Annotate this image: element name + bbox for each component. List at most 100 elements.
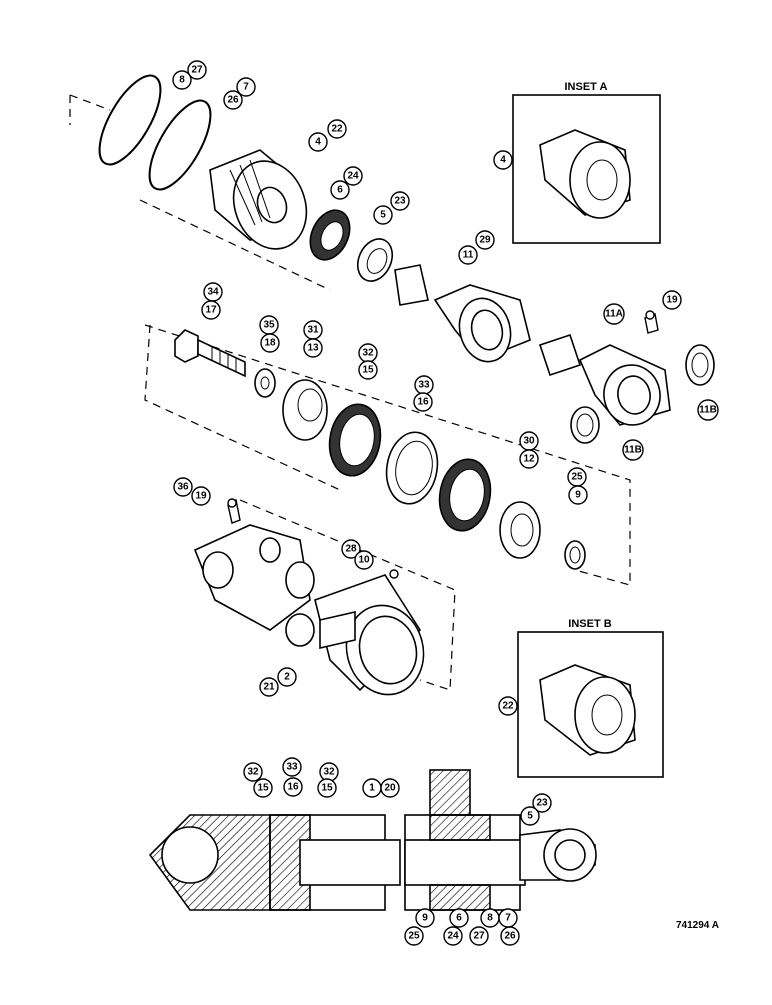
callout-11: 11	[458, 245, 478, 265]
callout-25: 25	[567, 467, 587, 487]
wiper-5	[356, 238, 394, 282]
svg-text:19: 19	[666, 295, 678, 306]
callout-18: 18	[260, 333, 280, 353]
svg-text:16: 16	[417, 397, 429, 408]
callout-19: 19	[662, 290, 682, 310]
svg-text:27: 27	[473, 931, 485, 942]
callout-35: 35	[259, 315, 279, 335]
svg-text:35: 35	[263, 320, 275, 331]
svg-text:21: 21	[263, 682, 275, 693]
svg-text:5: 5	[380, 210, 386, 221]
callout-19: 19	[191, 486, 211, 506]
piston-13	[282, 379, 328, 441]
svg-text:15: 15	[257, 783, 269, 794]
cylinder-barrel-2	[193, 524, 425, 696]
svg-text:34: 34	[207, 287, 219, 298]
svg-text:24: 24	[447, 931, 459, 942]
callout-9: 9	[415, 908, 435, 928]
svg-text:8: 8	[487, 913, 493, 924]
callout-16: 16	[413, 392, 433, 412]
svg-text:23: 23	[394, 196, 406, 207]
svg-text:9: 9	[575, 490, 581, 501]
svg-text:30: 30	[523, 436, 535, 447]
bushing-11b-right	[685, 344, 715, 386]
callout-15: 15	[358, 360, 378, 380]
bushing-11b-left	[570, 406, 600, 444]
callout-26: 26	[500, 926, 520, 946]
svg-text:28: 28	[345, 544, 357, 555]
svg-text:32: 32	[247, 767, 259, 778]
callout-12: 12	[519, 449, 539, 469]
callout-16: 16	[283, 777, 303, 797]
svg-text:24: 24	[347, 171, 359, 182]
grease-fitting-19-lower	[227, 498, 241, 524]
inset-b: INSET B	[517, 618, 664, 778]
drawing-number: 741294 A	[676, 920, 719, 931]
inset-a-title: INSET A	[565, 81, 608, 93]
nut-12	[499, 501, 541, 559]
svg-text:17: 17	[205, 305, 217, 316]
callout-11a: 11A	[603, 303, 625, 325]
callout-33: 33	[414, 375, 434, 395]
svg-text:23: 23	[536, 798, 548, 809]
o-ring-8	[98, 74, 162, 166]
svg-text:20: 20	[384, 783, 396, 794]
inset-a-callout: 4	[493, 150, 513, 170]
grease-fitting-19-top	[644, 310, 659, 334]
svg-text:9: 9	[422, 913, 428, 924]
callout-4: 4	[308, 132, 328, 152]
callout-11b: 11B	[622, 439, 644, 461]
callout-8: 8	[172, 70, 192, 90]
callout-28: 28	[341, 539, 361, 559]
washer-18	[254, 368, 276, 398]
svg-text:33: 33	[418, 380, 430, 391]
seal-15-b	[438, 458, 492, 532]
callout-27: 27	[187, 60, 207, 80]
svg-text:15: 15	[321, 783, 333, 794]
bushing-9	[564, 540, 586, 570]
callout-7: 7	[498, 908, 518, 928]
callout-24: 24	[343, 166, 363, 186]
callout-5: 5	[520, 806, 540, 826]
cross-section-assembly	[148, 769, 597, 911]
svg-text:26: 26	[504, 931, 516, 942]
callout-24: 24	[443, 926, 463, 946]
svg-text:1: 1	[369, 783, 375, 794]
svg-text:12: 12	[523, 454, 535, 465]
svg-text:7: 7	[505, 913, 511, 924]
svg-text:16: 16	[287, 782, 299, 793]
inset-a: INSET A	[512, 81, 661, 244]
bolt-17	[174, 329, 246, 378]
svg-text:32: 32	[323, 767, 335, 778]
svg-text:4: 4	[315, 137, 321, 148]
callout-21: 21	[259, 677, 279, 697]
svg-text:32: 32	[362, 348, 374, 359]
callout-17: 17	[201, 300, 221, 320]
svg-text:6: 6	[337, 185, 343, 196]
callout-27: 27	[469, 926, 489, 946]
svg-text:11B: 11B	[699, 405, 717, 416]
svg-text:5: 5	[527, 811, 533, 822]
callout-34: 34	[203, 282, 223, 302]
callout-7: 7	[236, 77, 256, 97]
callout-6: 6	[449, 908, 469, 928]
svg-text:19: 19	[195, 491, 207, 502]
svg-text:11: 11	[463, 250, 474, 261]
seal-15-a	[328, 403, 382, 477]
callout-20: 20	[380, 778, 400, 798]
svg-text:22: 22	[331, 124, 343, 135]
callout-32: 32	[319, 762, 339, 782]
callout-15: 15	[317, 778, 337, 798]
svg-text:741294 A: 741294 A	[676, 920, 719, 931]
svg-text:29: 29	[479, 235, 491, 246]
callout-32: 32	[243, 762, 263, 782]
svg-text:8: 8	[179, 75, 185, 86]
rod-eye-11	[394, 264, 531, 363]
svg-text:15: 15	[362, 365, 374, 376]
svg-text:26: 26	[227, 95, 239, 106]
backup-ring-7	[148, 99, 212, 191]
callout-9: 9	[568, 485, 588, 505]
